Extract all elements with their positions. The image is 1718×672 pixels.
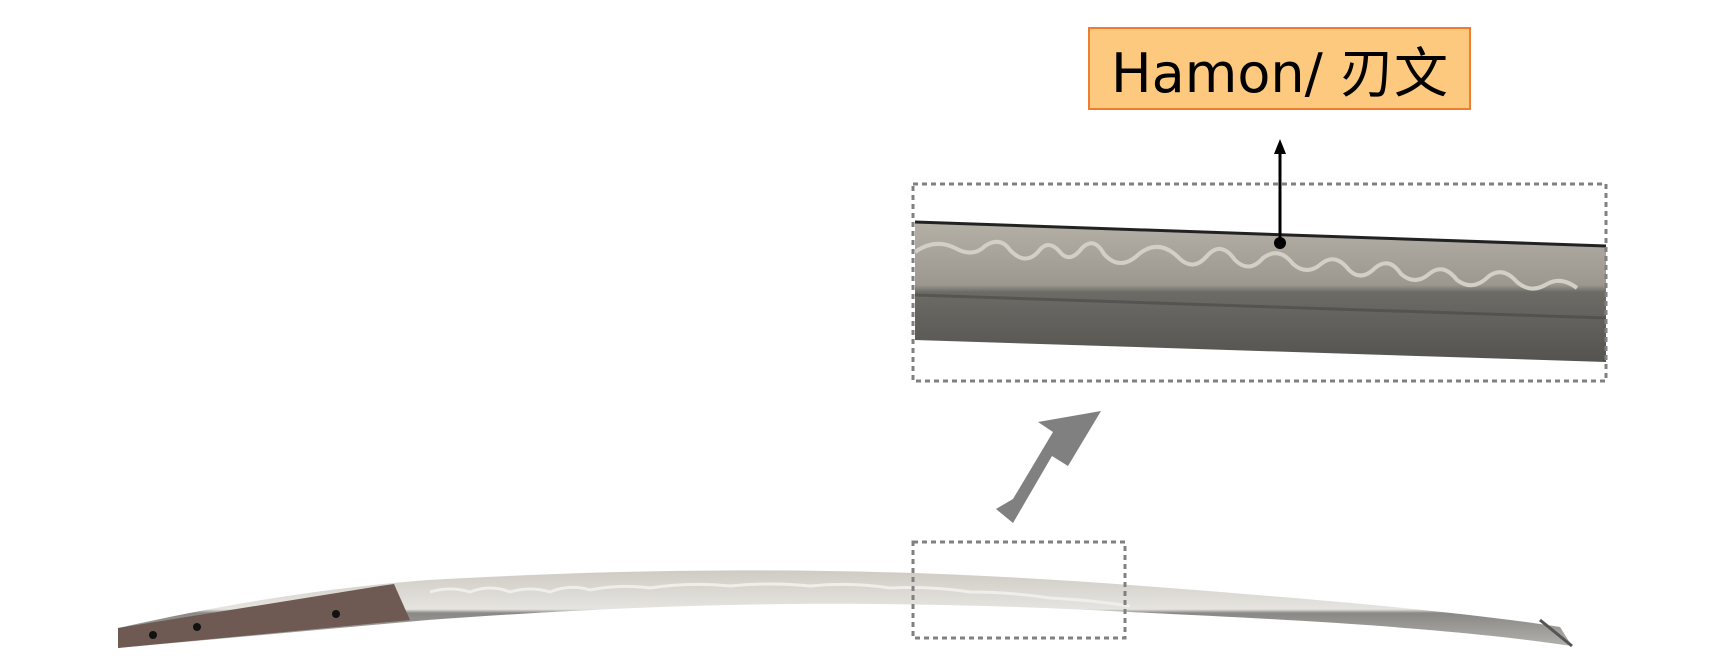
source-region-box: [911, 540, 1127, 640]
hamon-line: [913, 239, 1579, 291]
tang: [118, 584, 410, 648]
hamon-pointer-arrow: [1274, 139, 1286, 249]
hamon-label-text: Hamon/ 刃文: [1111, 42, 1448, 105]
magnify-arrow-icon: [996, 411, 1101, 523]
zoom-region-box: [911, 182, 1608, 383]
sword-image: [118, 570, 1573, 648]
hamon-label: Hamon/ 刃文: [1088, 27, 1471, 110]
zoomed-blade-image: [913, 220, 1607, 362]
